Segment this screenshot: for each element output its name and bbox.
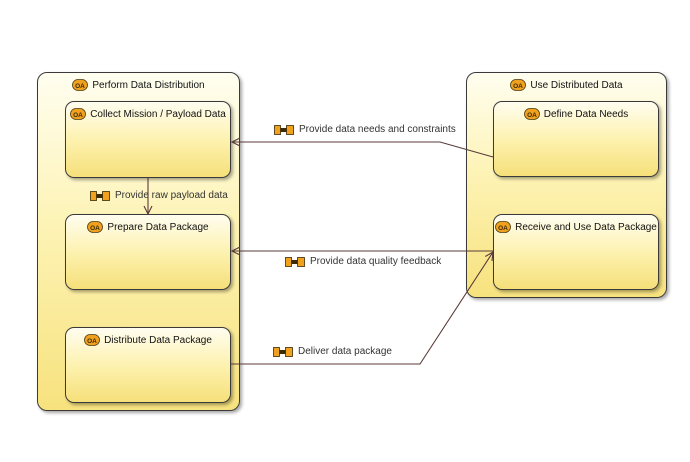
- svg-text:OA: OA: [75, 83, 85, 90]
- function-collect-mission-payload-data[interactable]: OA Collect Mission / Payload Data: [65, 101, 231, 178]
- operational-activity-icon: OA: [87, 221, 104, 233]
- container-perform-title-row: OA Perform Data Distribution: [38, 79, 239, 91]
- function-define-title-row: OA Define Data Needs: [494, 108, 658, 120]
- exchange-label-raw-payload[interactable]: Provide raw payload data: [90, 190, 228, 201]
- function-distribute-data-package[interactable]: OA Distribute Data Package: [65, 327, 231, 403]
- exchange-label-deliver-package-text: Deliver data package: [298, 346, 392, 357]
- exchange-line-deliver-package[interactable]: [231, 252, 493, 365]
- svg-text:OA: OA: [91, 225, 101, 232]
- exchange-line-data-needs[interactable]: [232, 142, 494, 158]
- functional-exchange-icon: [274, 124, 294, 135]
- exchange-label-data-needs-text: Provide data needs and constraints: [299, 124, 456, 135]
- operational-activity-icon: OA: [523, 108, 540, 120]
- svg-text:OA: OA: [73, 112, 83, 119]
- functional-exchange-icon: [90, 190, 110, 201]
- function-define-data-needs[interactable]: OA Define Data Needs: [493, 101, 659, 177]
- svg-text:OA: OA: [513, 83, 523, 90]
- operational-activity-icon: OA: [72, 79, 89, 91]
- function-receive-and-use-data-package[interactable]: OA Receive and Use Data Package: [493, 214, 659, 290]
- svg-text:OA: OA: [527, 112, 537, 119]
- operational-activity-icon: OA: [495, 221, 512, 233]
- functional-exchange-icon: [285, 256, 305, 267]
- operational-activity-icon: OA: [84, 334, 100, 346]
- function-prepare-title-row: OA Prepare Data Package: [66, 221, 230, 233]
- operational-activity-icon: OA: [510, 79, 527, 91]
- function-collect-title: Collect Mission / Payload Data: [90, 108, 226, 120]
- function-distribute-title: Distribute Data Package: [104, 334, 212, 346]
- function-prepare-data-package[interactable]: OA Prepare Data Package: [65, 214, 231, 290]
- container-use-title: Use Distributed Data: [530, 79, 623, 91]
- svg-text:OA: OA: [87, 338, 97, 345]
- container-perform-title: Perform Data Distribution: [92, 79, 205, 91]
- exchange-label-quality-feedback-text: Provide data quality feedback: [310, 256, 442, 267]
- exchange-label-deliver-package[interactable]: Deliver data package: [273, 346, 392, 357]
- function-define-title: Define Data Needs: [543, 108, 629, 120]
- exchange-label-quality-feedback[interactable]: Provide data quality feedback: [285, 256, 441, 267]
- operational-activity-icon: OA: [70, 108, 87, 120]
- function-receive-title-row: OA Receive and Use Data Package: [494, 221, 658, 233]
- container-use-title-row: OA Use Distributed Data: [467, 79, 666, 91]
- exchange-label-data-needs[interactable]: Provide data needs and constraints: [274, 124, 456, 135]
- functional-exchange-icon: [273, 346, 293, 357]
- exchange-label-raw-payload-text: Provide raw payload data: [115, 190, 228, 201]
- function-prepare-title: Prepare Data Package: [107, 221, 209, 233]
- svg-text:OA: OA: [498, 225, 508, 232]
- function-receive-title: Receive and Use Data Package: [515, 221, 657, 233]
- function-distribute-title-row: OA Distribute Data Package: [66, 334, 230, 346]
- function-collect-title-row: OA Collect Mission / Payload Data: [66, 108, 230, 120]
